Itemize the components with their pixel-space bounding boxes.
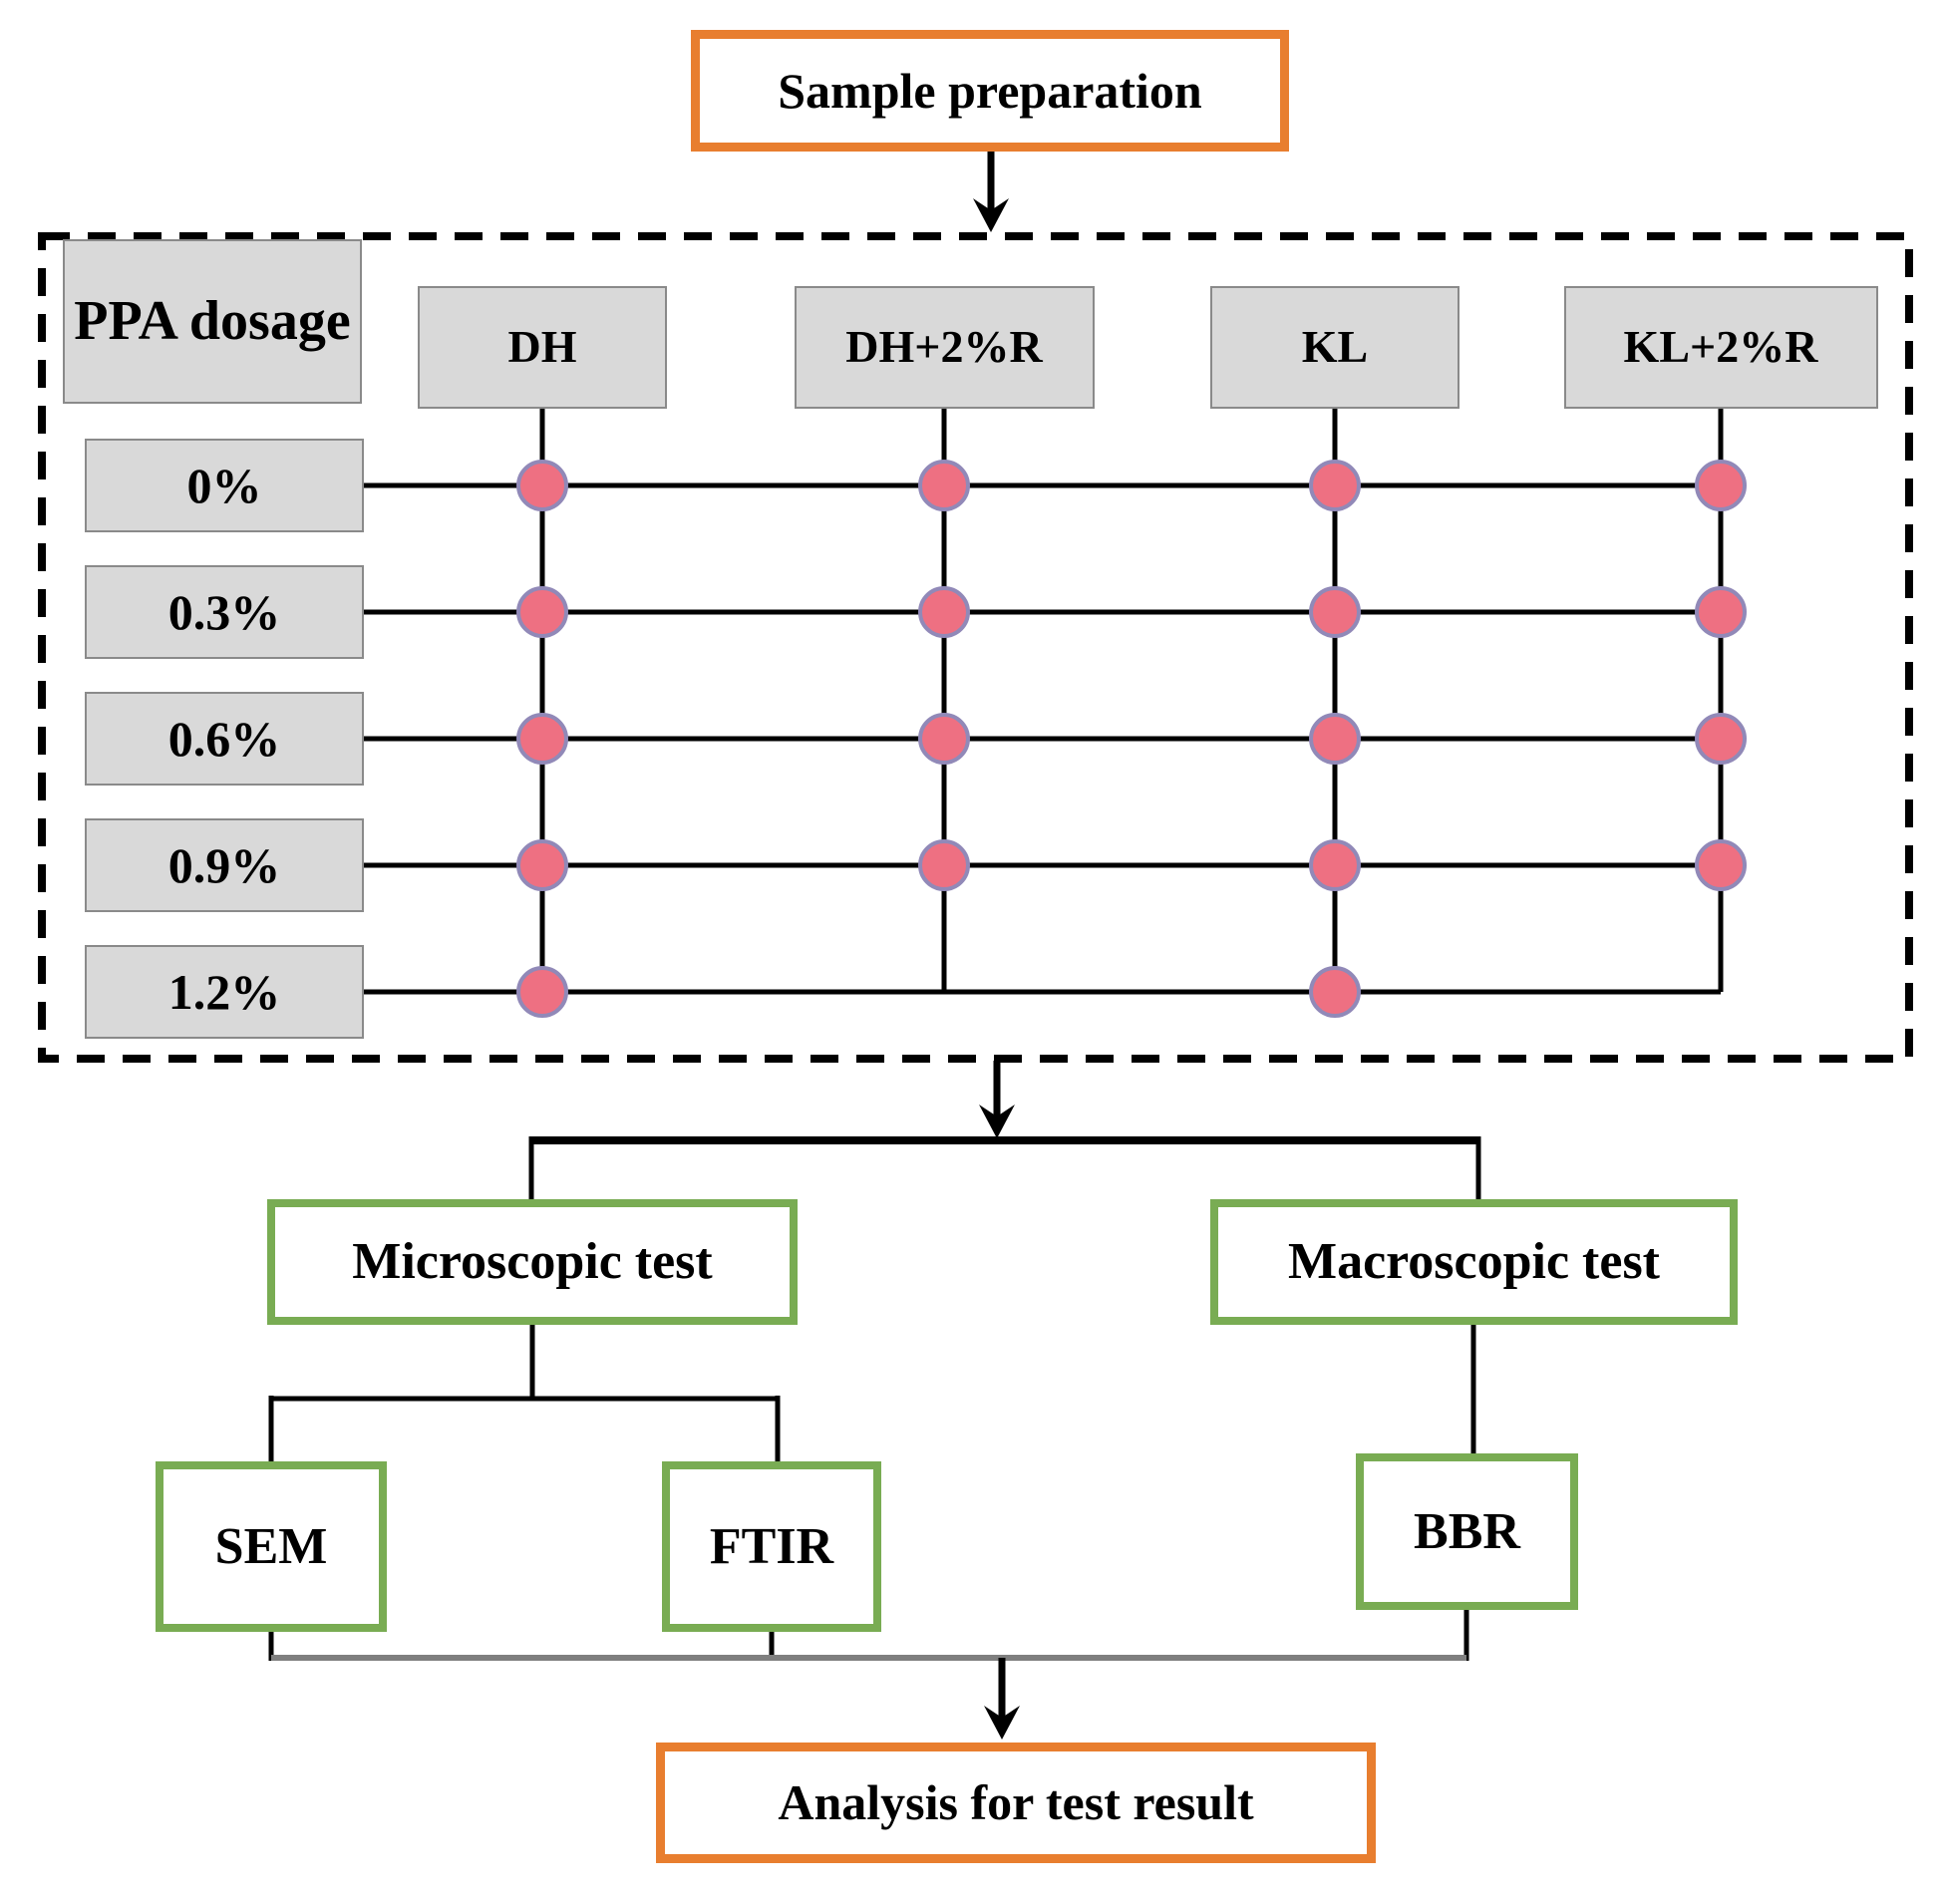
matrix-row-header: 0.6% xyxy=(85,692,364,786)
sample-dot xyxy=(918,839,970,891)
matrix-row-header: 0.9% xyxy=(85,818,364,912)
bbr-box: BBR xyxy=(1356,1453,1578,1610)
sample-dot xyxy=(516,839,568,891)
sample-dot xyxy=(1309,839,1361,891)
results-collector xyxy=(268,1610,1469,1661)
arrow-to-analysis xyxy=(984,1658,1020,1740)
matrix-row-header: 0.3% xyxy=(85,565,364,659)
sample-preparation-box: Sample preparation xyxy=(691,30,1289,152)
matrix-column-header: KL+2%R xyxy=(1563,286,1878,409)
matrix-grid-lines xyxy=(364,409,1724,995)
sample-dot xyxy=(1695,460,1747,511)
sample-dot xyxy=(516,966,568,1018)
matrix-column-header: KL xyxy=(1210,286,1459,409)
tests-split-bracket xyxy=(528,1136,1481,1199)
macroscopic-test-label: Macroscopic test xyxy=(1287,1233,1660,1291)
sample-dot xyxy=(1309,460,1361,511)
analysis-box: Analysis for test result xyxy=(656,1743,1376,1863)
microscopic-split-bracket xyxy=(268,1325,781,1461)
matrix-column-header: DH xyxy=(418,286,667,409)
sem-box: SEM xyxy=(156,1461,387,1632)
matrix-corner-header: PPA dosage xyxy=(63,239,362,404)
ftir-box: FTIR xyxy=(662,1461,881,1632)
matrix-sample-dots xyxy=(516,460,1747,1018)
microscopic-test-label: Microscopic test xyxy=(352,1233,713,1291)
matrix-dashed-border xyxy=(38,232,1913,1063)
sample-dot xyxy=(918,460,970,511)
sample-dot xyxy=(1695,713,1747,765)
sample-dot xyxy=(1309,713,1361,765)
sample-dot xyxy=(1309,966,1361,1018)
sample-dot xyxy=(918,586,970,638)
sample-dot xyxy=(1695,586,1747,638)
macroscopic-test-box: Macroscopic test xyxy=(1210,1199,1738,1325)
sample-preparation-label: Sample preparation xyxy=(778,62,1202,119)
microscopic-test-box: Microscopic test xyxy=(267,1199,798,1325)
arrow-sample-to-matrix xyxy=(973,152,1009,232)
sample-dot xyxy=(918,713,970,765)
sample-dot xyxy=(1309,586,1361,638)
ppa-dosage-label: PPA dosage xyxy=(74,289,351,352)
sem-label: SEM xyxy=(214,1517,328,1575)
sample-dot xyxy=(1695,839,1747,891)
sample-dot xyxy=(516,713,568,765)
sample-dot xyxy=(516,460,568,511)
analysis-label: Analysis for test result xyxy=(778,1774,1254,1830)
arrow-matrix-to-tests xyxy=(979,1061,1015,1138)
ftir-label: FTIR xyxy=(709,1517,834,1575)
matrix-row-header: 1.2% xyxy=(85,945,364,1039)
matrix-row-header: 0% xyxy=(85,439,364,532)
sample-dot xyxy=(516,586,568,638)
bbr-label: BBR xyxy=(1414,1502,1520,1560)
matrix-column-header: DH+2%R xyxy=(794,286,1095,409)
